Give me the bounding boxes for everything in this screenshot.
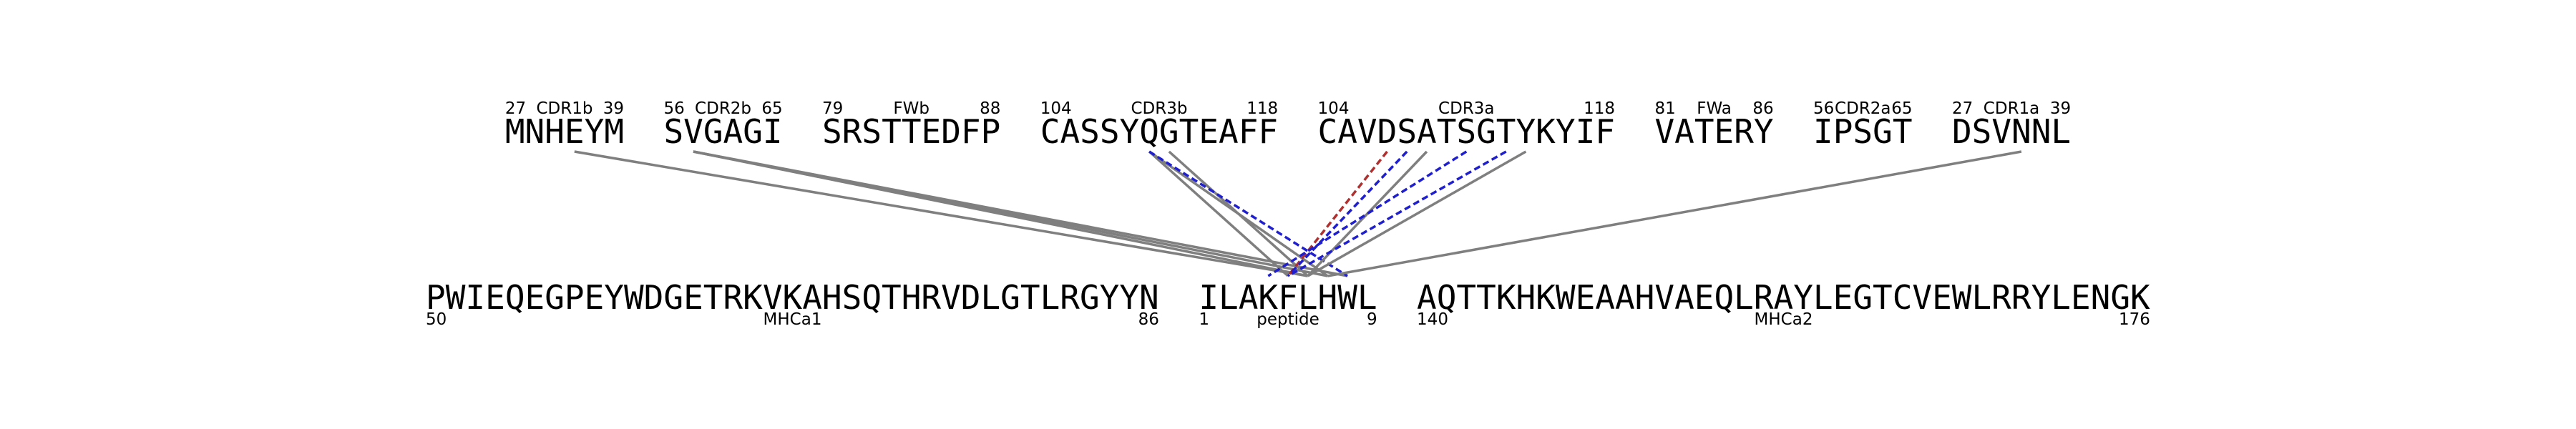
fwb-sequence: SRSTTEDFP [822, 112, 1000, 151]
cdr2b-label: CDR2b [695, 99, 751, 118]
mhca1-label: MHCa1 [763, 310, 822, 329]
contact-line-cdr3a-peptide-12 [1287, 150, 1507, 277]
contact-line-cdr3b-peptide-6 [1168, 150, 1309, 277]
cdr1a-start-number: 27 [1952, 99, 1973, 118]
fwb-start-number: 79 [822, 99, 843, 118]
peptide-start-number: 1 [1199, 310, 1209, 329]
cdr3a-label: CDR3a [1438, 99, 1494, 118]
mhca1-end-number: 86 [1138, 310, 1159, 329]
cdr1b-end-number: 39 [603, 99, 624, 118]
cdr1a-sequence: DSVNNL [1952, 112, 2071, 151]
contact-line-cdr3b-peptide-7 [1148, 150, 1349, 277]
contact-line-cdr1b-peptide-0 [574, 150, 1308, 277]
cdr2a-sequence: IPSGT [1813, 112, 1912, 151]
cdr2b-sequence: SVGAGI [663, 112, 782, 151]
fwa-start-number: 81 [1654, 99, 1675, 118]
fwb-label: FWb [893, 99, 930, 118]
cdr1a-label: CDR1a [1984, 99, 2039, 118]
contact-line-cdr3a-peptide-10 [1307, 150, 1428, 277]
cdr2b-end-number: 65 [761, 99, 782, 118]
contact-line-cdr3a-peptide-8 [1287, 150, 1388, 277]
fwb-end-number: 88 [980, 99, 1000, 118]
segment-mhca2: AQTTKHKWEAAHVAEQLRAYLEGTCVEWLRRYLENGK140… [1417, 278, 2150, 329]
fwa-sequence: VATERY [1654, 112, 1773, 151]
mhca2-start-number: 140 [1417, 310, 1448, 329]
cdr1a-end-number: 39 [2050, 99, 2071, 118]
cdr3b-label: CDR3b [1131, 99, 1187, 118]
contact-line-cdr2b-peptide-3 [693, 150, 1348, 277]
contact-line-cdr3a-peptide-11 [1267, 150, 1468, 277]
contact-lines [574, 150, 2022, 277]
peptide-end-number: 9 [1367, 310, 1377, 329]
contact-line-cdr3a-peptide-9 [1287, 150, 1408, 277]
cdr3a-end-number: 118 [1584, 99, 1615, 118]
cdr1b-label: CDR1b [536, 99, 592, 118]
fwa-label: FWa [1697, 99, 1732, 118]
contact-line-cdr3a-peptide-13 [1307, 150, 1527, 277]
contact-line-cdr3b-peptide-4 [1148, 150, 1289, 277]
cdr1b-start-number: 27 [505, 99, 526, 118]
mhca2-sequence: AQTTKHKWEAAHVAEQLRAYLEGTCVEWLRRYLENGK [1417, 278, 2150, 317]
cdr2a-label: CDR2a [1835, 99, 1890, 118]
cdr3a-sequence: CAVDSATSGTYKYIF [1318, 112, 1615, 151]
mhca1-sequence: PWIEQEGPEYWDGETRKVKAHSQTHRVDLGTLRGYYN [426, 278, 1159, 317]
cdr2a-start-number: 56 [1813, 99, 1834, 118]
cdr2a-end-number: 65 [1891, 99, 1912, 118]
peptide-label: peptide [1257, 310, 1319, 329]
mhca1-start-number: 50 [426, 310, 447, 329]
contact-line-cdr1a-peptide-14 [1327, 150, 2022, 277]
fwa-end-number: 86 [1752, 99, 1773, 118]
cdr3b-end-number: 118 [1246, 99, 1278, 118]
cdr3a-start-number: 104 [1318, 99, 1350, 118]
cdr2b-start-number: 56 [663, 99, 684, 118]
cdr3b-sequence: CASSYQGTEAFF [1040, 112, 1278, 151]
cdr1b-sequence: MNHEYM [505, 112, 624, 151]
mhca2-end-number: 176 [2119, 310, 2150, 329]
peptide-sequence: ILAKFLHWL [1199, 278, 1377, 317]
mhca2-label: MHCa2 [1755, 310, 1813, 329]
cdr3b-start-number: 104 [1040, 99, 1072, 118]
